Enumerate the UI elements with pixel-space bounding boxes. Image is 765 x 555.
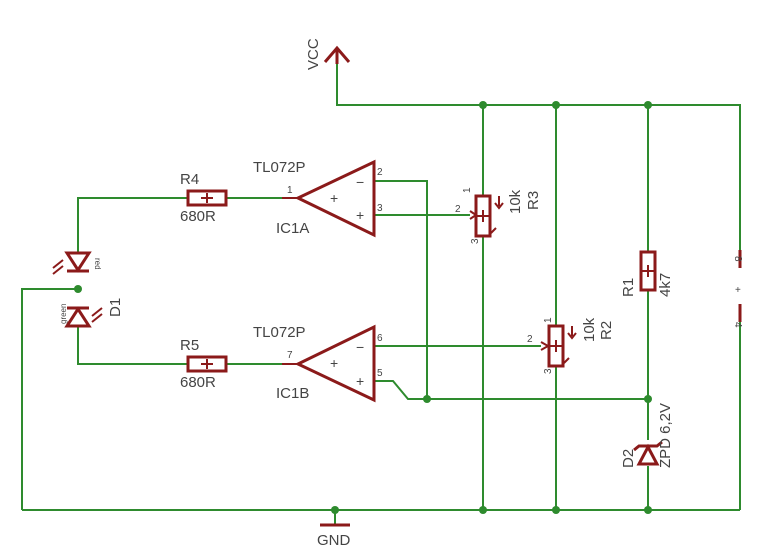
zener-diode-icon (636, 443, 660, 466)
vcc-symbol: VCC (305, 38, 351, 70)
ic1b-pin-noninv: 5 (377, 368, 383, 379)
ic1b-minus-sign: − (356, 339, 364, 355)
potentiometer-r2: 1 2 3 10k R2 (527, 317, 615, 374)
r3-pin3: 3 (470, 238, 481, 244)
potentiometer-r3: 1 2 3 10k R3 (455, 187, 542, 244)
r1-name-label: R1 (620, 278, 637, 297)
junction-dot (423, 395, 431, 403)
pot-adjust-icon (490, 227, 497, 234)
r4-led-wire (77, 197, 188, 253)
r3-value-label: 10k (507, 189, 524, 214)
ic1b-noninv-wire (374, 380, 648, 400)
ic1b-pin-inv: 6 (377, 333, 383, 344)
resistor-r1: R1 4k7 (620, 250, 674, 297)
ic1a-name-label: IC1A (276, 220, 309, 237)
zener-d2: D2 ZPD 6,2V (620, 403, 674, 468)
pot-wiper-icon (469, 210, 478, 220)
ic1a-plus-sign: + (356, 207, 364, 223)
junction-dot (552, 101, 560, 109)
resistor-r5: R5 680R (180, 337, 228, 391)
led-red-icon (64, 251, 92, 273)
opamp-ic1b: − + + 7 6 5 TL072P IC1B (253, 324, 383, 403)
power-pin-bottom: 4 (732, 322, 743, 328)
r5-led-wire (77, 326, 188, 365)
ic1a-minus-sign: − (356, 174, 364, 190)
resistor-body-icon (186, 355, 228, 373)
resistor-body-icon (639, 250, 657, 292)
r2-value-label: 10k (581, 317, 598, 342)
junction-dot (644, 395, 652, 403)
r3-pin1: 1 (462, 187, 473, 193)
power-pin-sign: + (735, 285, 741, 296)
r3-pin2: 2 (455, 204, 461, 215)
pot-adjust-icon (567, 332, 577, 340)
opamp-triangle-icon (294, 159, 376, 238)
gnd-label: GND (317, 532, 351, 549)
zener-bar-icon (633, 440, 663, 452)
led-red-label: red (93, 258, 102, 270)
r4-name-label: R4 (180, 171, 199, 188)
power-pin-top: 8 (732, 256, 743, 262)
junction-dot (644, 506, 652, 514)
ic1b-pin-out: 7 (287, 350, 293, 361)
junction-dot (479, 506, 487, 514)
r5-name-label: R5 (180, 337, 199, 354)
r3-name-label: R3 (525, 191, 542, 210)
r2-pin2: 2 (527, 334, 533, 345)
wires (21, 64, 741, 525)
r2-name-label: R2 (598, 321, 615, 340)
opamp-ic1a: − + + 1 2 3 TL072P IC1A (253, 159, 383, 238)
pot-adjust-icon (494, 202, 504, 210)
ic1b-name-label: IC1B (276, 385, 309, 402)
ic1a-pin-inv: 2 (377, 167, 383, 178)
r5-value-label: 680R (180, 374, 216, 391)
ic1a-pin-out: 1 (287, 185, 293, 196)
r2-pin3: 3 (543, 368, 554, 374)
opamp-power-pins: 8 4 + (732, 250, 743, 328)
r4-value-label: 680R (180, 208, 216, 225)
led-arrow-icon (91, 313, 103, 323)
ic1a-inv-wire (374, 180, 428, 399)
junction-dot (644, 101, 652, 109)
resistor-r4: R4 680R (180, 171, 228, 225)
pot-adjust-icon (563, 357, 570, 364)
vcc-wire (336, 64, 741, 250)
pot-wiper-icon (540, 341, 551, 351)
junction-dot (331, 506, 339, 514)
ic1b-plus-sign: + (356, 373, 364, 389)
d2-value-label: ZPD 6,2V (657, 403, 674, 468)
led-return-wire (21, 288, 78, 510)
resistor-body-icon (186, 189, 228, 207)
ic1a-part-label: TL072P (253, 159, 306, 176)
led-arrow-icon (52, 259, 64, 269)
led-arrow-icon (91, 307, 103, 317)
junction-dot (479, 101, 487, 109)
r2-pin1: 1 (543, 317, 554, 323)
d1-name-label: D1 (107, 298, 124, 317)
led-d1: red green D1 (52, 251, 124, 328)
junctions (74, 101, 652, 514)
led-green-label: green (59, 304, 68, 324)
junction-dot (74, 285, 82, 293)
d2-name-label: D2 (620, 449, 637, 468)
r1-value-label: 4k7 (657, 273, 674, 297)
ic1b-center-plus: + (330, 355, 338, 371)
led-green-icon (64, 306, 92, 328)
opamp-triangle-icon (294, 324, 376, 403)
ic1b-part-label: TL072P (253, 324, 306, 341)
vcc-label: VCC (305, 38, 322, 70)
ic1a-pin-noninv: 3 (377, 203, 383, 214)
ic1a-center-plus: + (330, 190, 338, 206)
gnd-symbol: GND (317, 523, 351, 549)
led-arrow-icon (52, 265, 64, 275)
junction-dot (552, 506, 560, 514)
